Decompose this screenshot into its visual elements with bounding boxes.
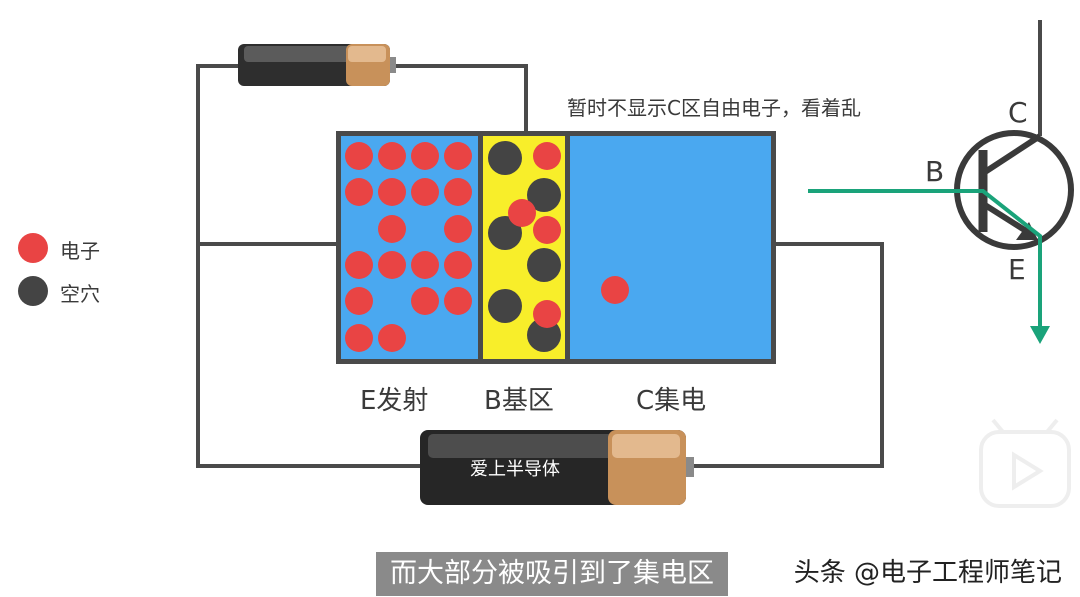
play-icon [979,418,1071,508]
electron [378,142,406,170]
electron [444,251,472,279]
collector-label: C集电 [636,386,707,416]
legend-electron-label: 电子 [60,239,100,263]
battery-label: 爱上半导体 [470,459,560,480]
electron [444,142,472,170]
circuit-wires [196,20,1042,468]
emitter-arrow-icon [1016,222,1038,240]
electron [411,251,439,279]
subtitle-caption: 而大部分被吸引到了集电区 [376,552,728,596]
electron [378,215,406,243]
note-text: 暂时不显示C区自由电子，看着乱 [567,96,861,120]
electron [533,216,561,244]
current-flow-path [808,189,1042,328]
electron [345,178,373,206]
emitter-label: E发射 [360,386,429,416]
electron [444,215,472,243]
electron [533,142,561,170]
collector-region [570,136,771,359]
symbol-collector-letter: C [1008,96,1028,129]
electron [411,287,439,315]
transistor-symbol [954,130,1074,250]
electron [411,142,439,170]
flow-arrow-icon [1030,326,1050,344]
watermark: 头条 @电子工程师笔记 [793,558,1062,588]
hole [488,216,522,250]
symbol-emitter-letter: E [1008,253,1026,286]
hole [488,289,522,323]
emitter-region [341,136,478,359]
base-label: B基区 [484,386,554,416]
electron [345,287,373,315]
legend-hole-icon [18,276,48,306]
hole [488,141,522,175]
electron [411,178,439,206]
electron [345,142,373,170]
electron [345,251,373,279]
base-electrons [508,142,561,328]
legend-electron-icon [18,233,48,263]
electron [444,287,472,315]
collector-electron [601,276,629,304]
top-battery [238,44,396,86]
electron [345,324,373,352]
electron [444,178,472,206]
hole [527,248,561,282]
electron [378,178,406,206]
electron [508,199,536,227]
legend-hole-label: 空穴 [60,282,100,306]
symbol-base-letter: B [925,155,945,188]
hole [527,178,561,212]
bottom-battery [420,430,694,505]
emitter-electrons [345,142,472,352]
electron [378,324,406,352]
electron [378,251,406,279]
electron [533,300,561,328]
